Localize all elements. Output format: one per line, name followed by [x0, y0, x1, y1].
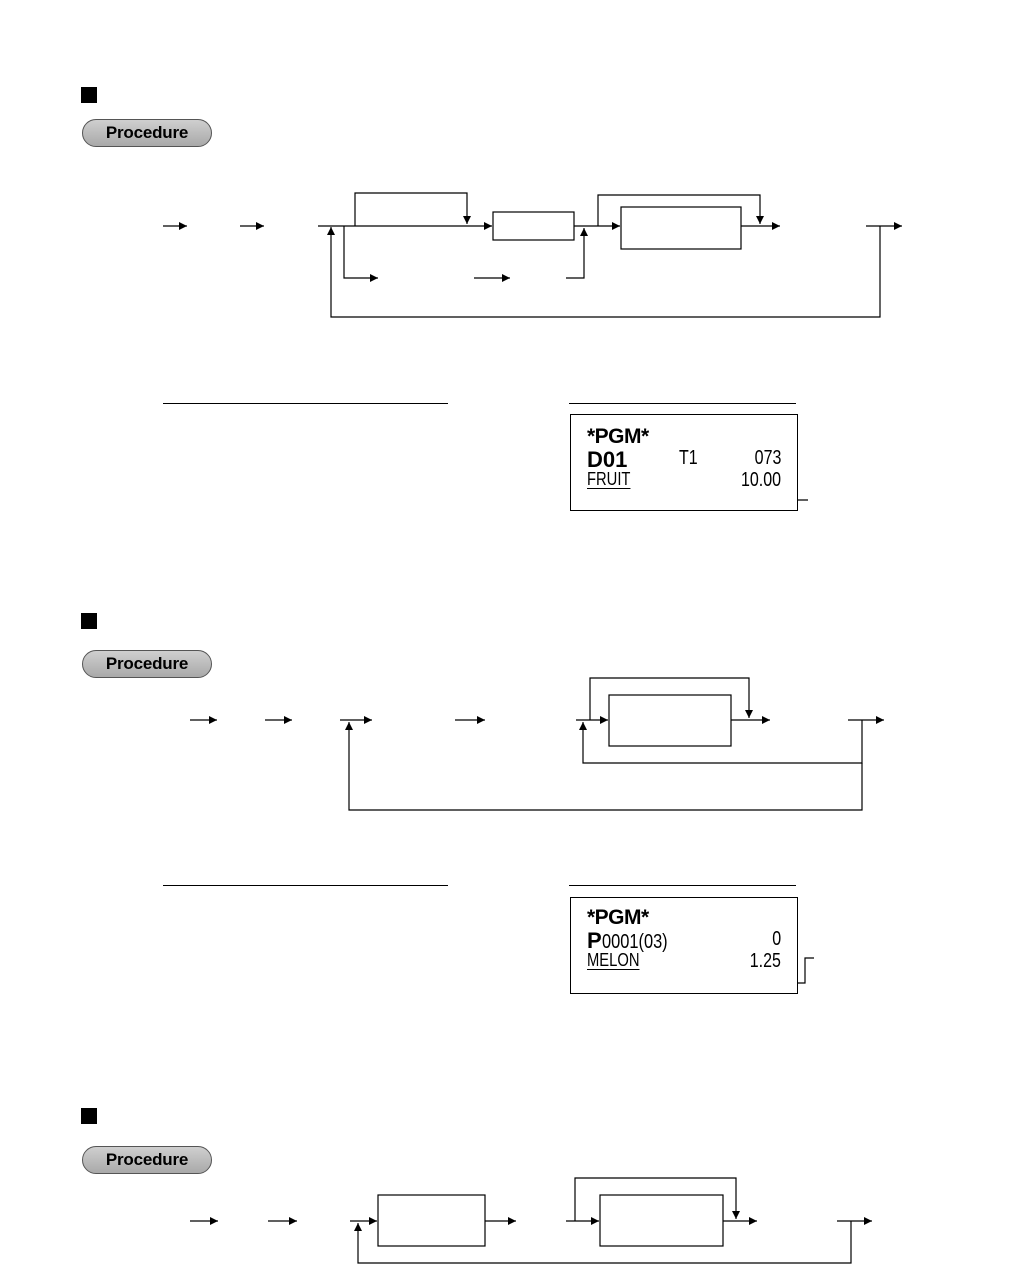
flow3-key-box-2: [599, 1194, 724, 1247]
flow1-key-box-1: [492, 211, 575, 241]
section-1-marker: [81, 87, 97, 103]
flow3-box2-bypass: [574, 1177, 740, 1221]
receipt2-item-row: MELON 1.25: [587, 950, 781, 972]
flow1-top-bypass: [354, 192, 471, 226]
receipt2-code-prefix: P: [587, 928, 602, 953]
flow1-lower-branch: [343, 226, 378, 282]
procedure-badge-2: Procedure: [82, 650, 212, 678]
receipt2-header: *PGM*: [587, 906, 649, 929]
receipt1-item-value: 10.00: [740, 469, 781, 491]
flow2-key-box: [608, 694, 732, 747]
section-3-marker: [81, 1108, 97, 1124]
receipt1-tax: T1: [679, 447, 698, 469]
procedure-badge-3: Procedure: [82, 1146, 212, 1174]
receipt1-item-name: FRUIT: [587, 469, 631, 489]
key-operation-rule-2: [163, 885, 448, 886]
flow1-repeat-loop: [327, 226, 881, 318]
receipt2-code: 0001(03): [601, 931, 668, 953]
receipt1-header: *PGM*: [587, 425, 649, 448]
flow2-box-bypass: [589, 677, 753, 720]
flow1-box2-bypass: [597, 194, 764, 226]
receipt2-item-value: 1.25: [749, 950, 781, 972]
receipt2-item-name: MELON: [587, 950, 640, 970]
receipt1-code: D01: [587, 447, 628, 472]
receipt-sample-1: *PGM* D01 T1 073 FRUIT 10.00: [570, 414, 798, 511]
flow1-key-box-2: [620, 206, 742, 250]
receipt2-number: 0: [772, 928, 781, 950]
receipt1-code-row: D01 T1 073: [587, 447, 781, 472]
flow2-outer-loop: [345, 722, 863, 811]
flow2-inner-loop: [579, 720, 863, 764]
print-rule-2: [569, 885, 796, 886]
key-operation-rule-1: [163, 403, 448, 404]
procedure-badge-1: Procedure: [82, 119, 212, 147]
print-rule-1: [569, 403, 796, 404]
receipt1-item-row: FRUIT 10.00: [587, 469, 781, 491]
receipt2-code-row: P0001(03) 0: [587, 928, 781, 953]
receipt-sample-2: *PGM* P0001(03) 0 MELON 1.25: [570, 897, 798, 994]
section-2-marker: [81, 613, 97, 629]
receipt1-number: 073: [754, 447, 781, 469]
flow3-key-box-1: [377, 1194, 486, 1247]
flow1-lower-merge: [566, 228, 588, 279]
flow3-repeat-loop: [354, 1221, 852, 1264]
